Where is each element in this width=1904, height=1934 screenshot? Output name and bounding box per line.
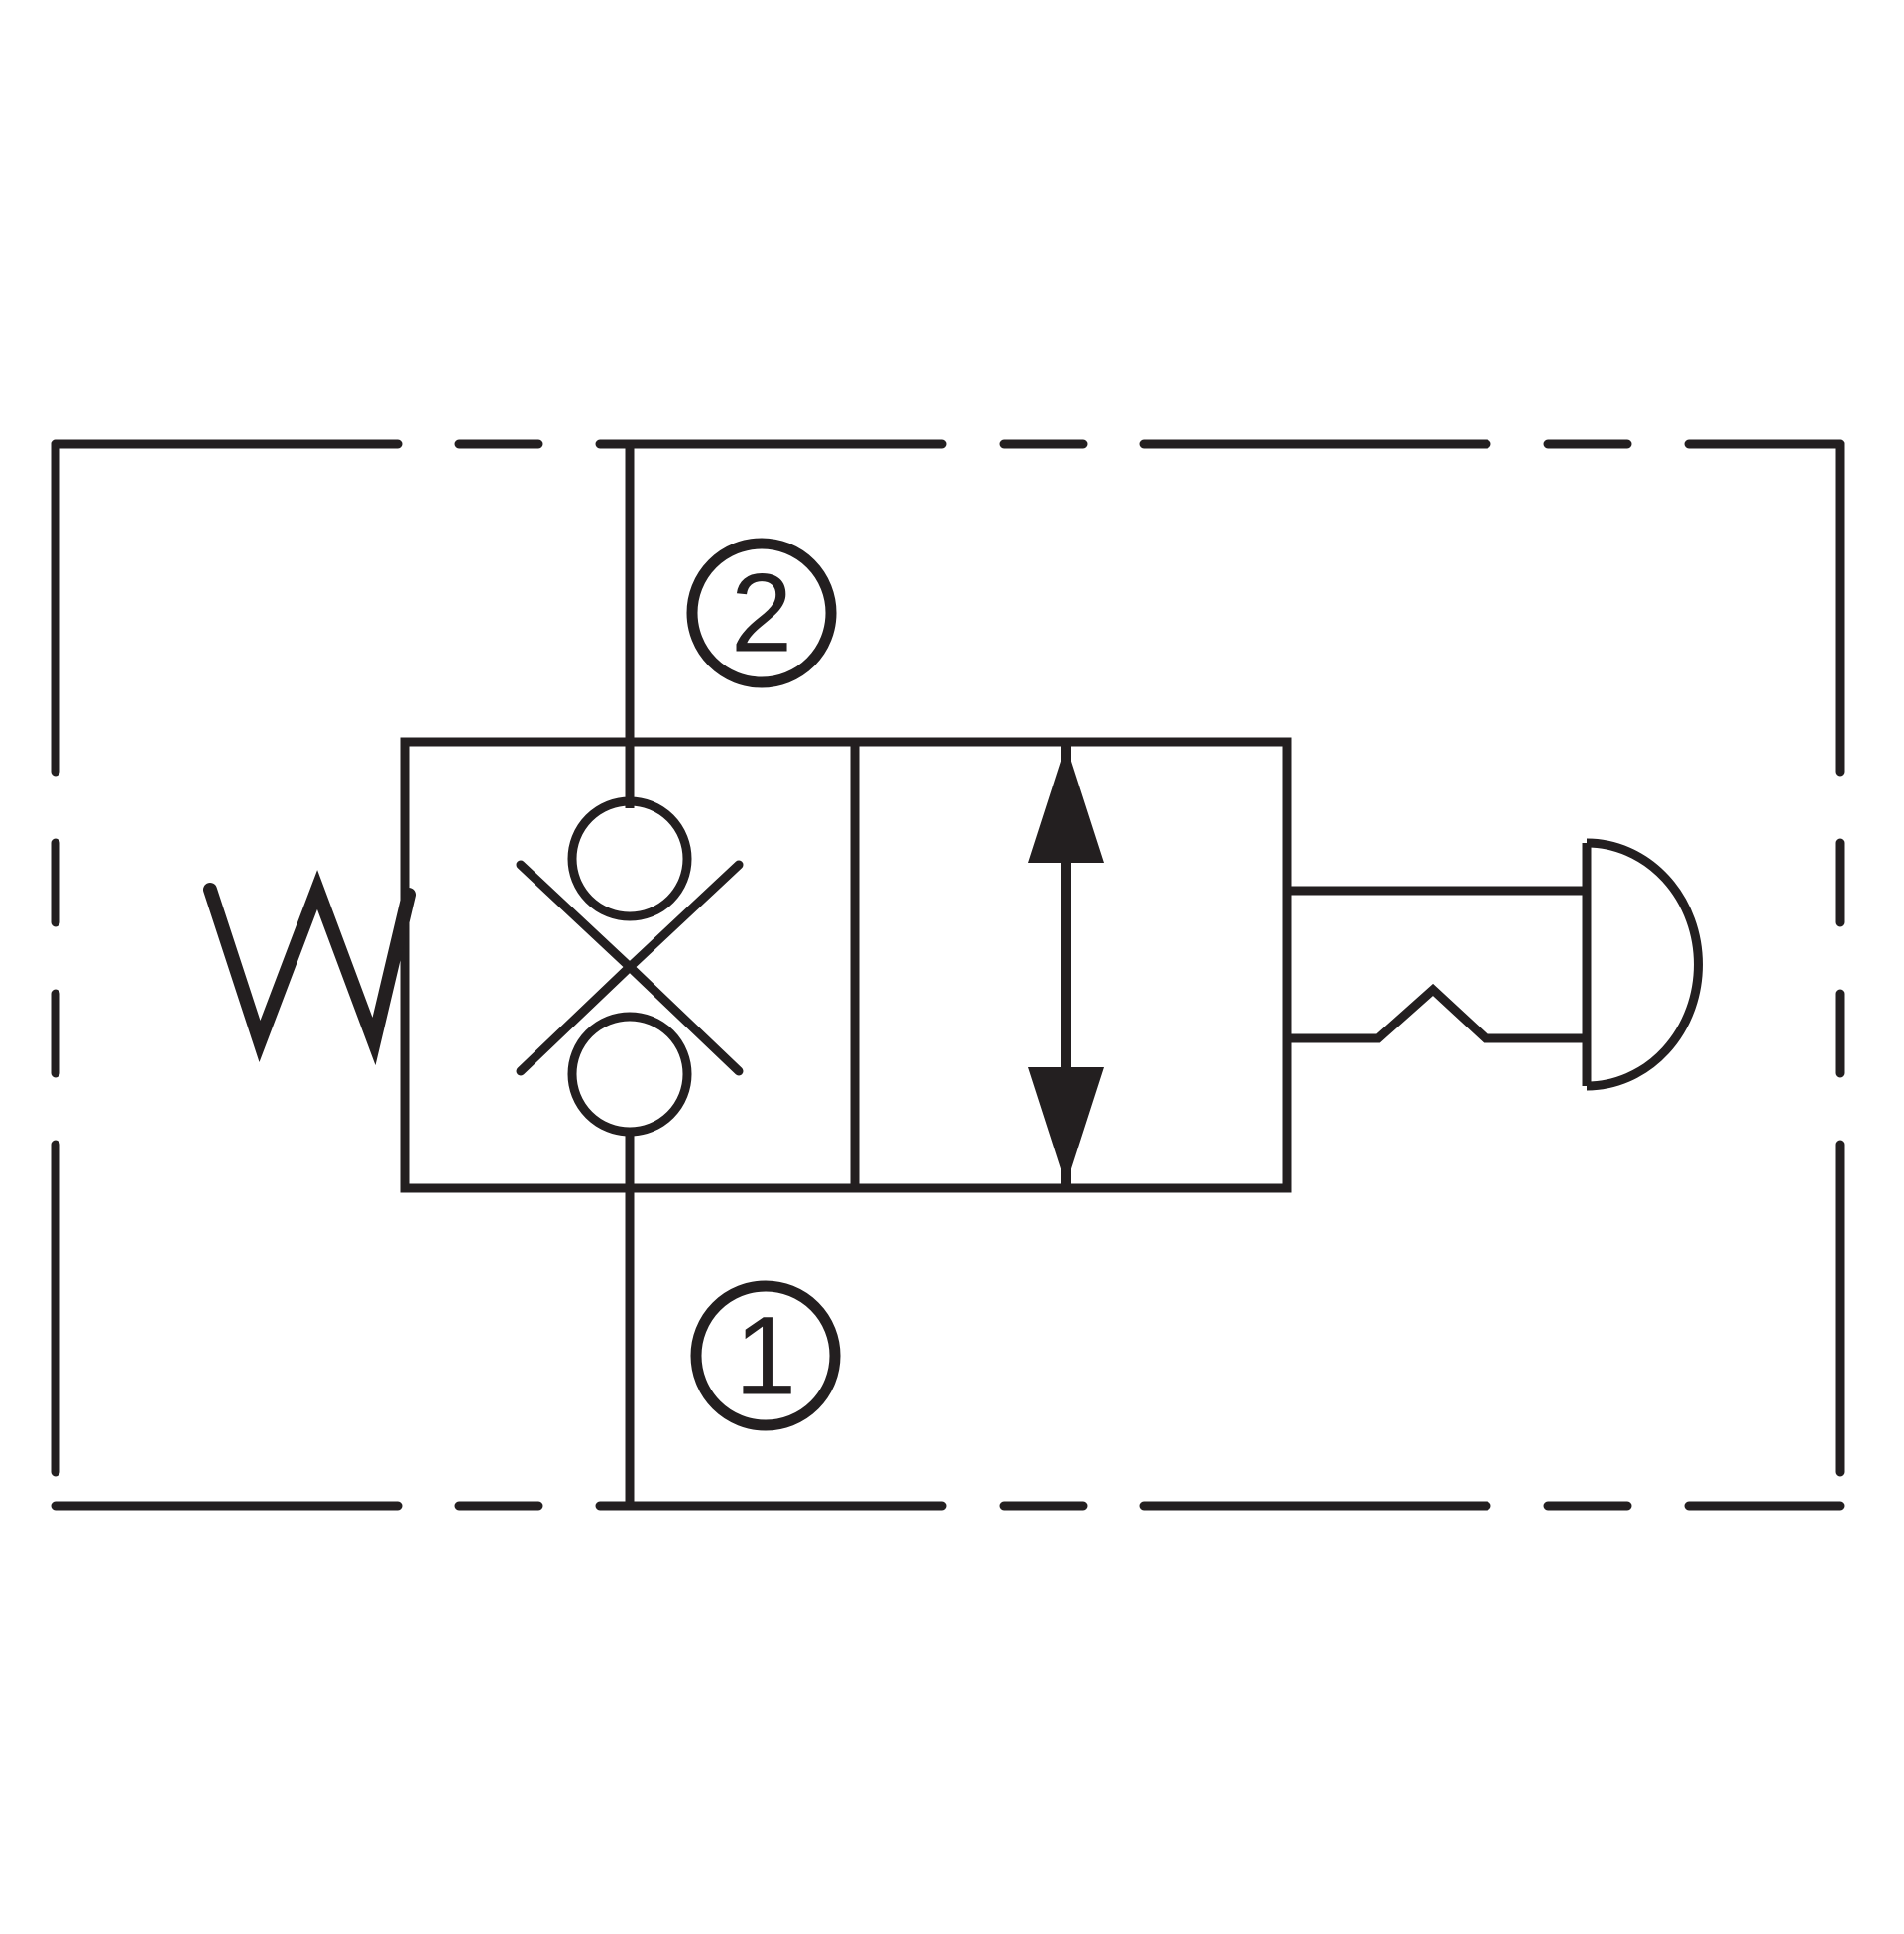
actuator-knob-dome [1586, 838, 1703, 1091]
bidirectional-flow-arrow [1028, 746, 1104, 1184]
port-1-callout: 1 [690, 1280, 841, 1431]
valve-body-rectangle [400, 737, 1292, 1193]
lower-check-ball [567, 1012, 692, 1137]
manual-knob-actuator[interactable] [1287, 838, 1703, 1091]
double-check-valve-group [516, 796, 744, 1137]
flow-arrow-head-down [1028, 1067, 1104, 1184]
port-2-circle [686, 538, 837, 688]
flow-arrow-shaft [1061, 746, 1071, 1184]
upper-check-ball [567, 796, 692, 921]
flow-arrow-head-up [1028, 746, 1104, 863]
port-callouts: 2 1 [686, 538, 841, 1431]
cartridge-envelope-dashed-border [51, 439, 1844, 1511]
lower-check-seat [516, 960, 744, 1076]
port-1-circle [690, 1280, 841, 1431]
port-1-label: 1 [735, 1294, 796, 1418]
return-spring [203, 870, 416, 1066]
port-2-callout: 2 [686, 538, 837, 688]
actuator-stem-bottom-rail-with-detent [1287, 983, 1587, 1043]
port-2-label: 2 [731, 551, 792, 675]
